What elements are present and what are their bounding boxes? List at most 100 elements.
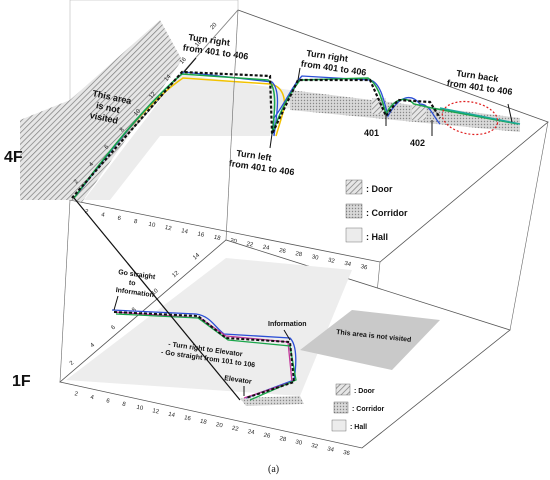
tick-label: 24: [262, 245, 270, 252]
tick-label: 2: [69, 360, 76, 367]
tick-label: 18: [194, 39, 203, 48]
tick-label: 4: [101, 212, 106, 219]
tick-label: 10: [148, 222, 156, 229]
tick-label: 12: [171, 270, 180, 279]
legend-1f-door-swatch: [335, 383, 351, 396]
annotation-go-straight: Go straight to Information: [115, 269, 157, 299]
tick-label: 16: [197, 231, 205, 238]
tick-label: 2: [73, 178, 80, 185]
tick-label: 14: [164, 73, 173, 82]
tick-label: 18: [213, 235, 221, 242]
floor-1f-corridor: [240, 396, 304, 406]
floor-1f-hall: [66, 258, 352, 396]
tick-label: 6: [106, 398, 111, 405]
arrow-turn-right-2: [297, 67, 301, 81]
annotation-information: Information: [268, 321, 307, 328]
floor-connector-line: [73, 197, 241, 401]
tick-label: 4: [90, 395, 95, 402]
legend-1f: : Door : Corridor : Hall: [331, 383, 385, 432]
legend-4f-hall-label: : Hall: [366, 232, 388, 242]
tick-label: 30: [311, 254, 319, 261]
tick-label: 6: [104, 144, 111, 151]
floor-4f-unvisited-wall: [20, 100, 70, 200]
path-1f-dashed: [113, 311, 296, 399]
tick-label: 20: [229, 238, 237, 245]
tick-label: 4: [90, 342, 97, 349]
tick-label: 12: [148, 91, 157, 100]
path-1f-green: [115, 313, 297, 401]
tick-label: 14: [192, 252, 201, 261]
tick-label: 6: [117, 216, 122, 223]
tick-label: 14: [168, 412, 176, 419]
legend-1f-hall-swatch: [331, 419, 347, 432]
tick-label: 32: [311, 443, 319, 450]
floor-4f-y-axis: 2 4 6 8 10 12 14 16 18 20: [73, 22, 219, 186]
floor-label-1f: 1F: [12, 373, 31, 390]
tick-label: 12: [164, 225, 172, 232]
legend-4f-hall-swatch: [345, 227, 363, 243]
tick-label: 36: [342, 450, 350, 457]
tick-label: 32: [327, 258, 335, 265]
arrow-turn-right-1: [183, 57, 197, 73]
tick-label: 34: [327, 446, 335, 453]
tick-label: 10: [151, 288, 160, 297]
tick-label: 28: [295, 251, 303, 258]
tick-label: 34: [344, 261, 352, 268]
legend-4f-corridor-swatch: [345, 203, 363, 219]
tick-label: 8: [133, 219, 138, 226]
turn-back-highlight: [441, 100, 499, 136]
legend-1f-hall-label: : Hall: [350, 424, 367, 431]
tick-label: 8: [119, 127, 126, 134]
tick-label: 36: [360, 264, 368, 271]
legend-4f-door-label: : Door: [366, 184, 393, 194]
arrow-turn-left: [269, 133, 273, 149]
tick-label: 8: [131, 306, 138, 313]
legend-4f-corridor-label: : Corridor: [366, 208, 408, 218]
tick-label: 22: [246, 241, 254, 248]
tick-label: 20: [215, 422, 223, 429]
floor-label-4f: 4F: [4, 149, 23, 166]
tick-label: 2: [74, 391, 79, 398]
floor-1f-unvisited-region: [300, 310, 440, 370]
arrow-information: [283, 329, 291, 341]
path-4f-green: [73, 73, 519, 199]
tick-label: 28: [279, 436, 287, 443]
floor-1f-y-axis: 2 4 6 8 10 12 14: [69, 252, 202, 367]
tick-label: 26: [263, 433, 271, 440]
tick-label: 22: [231, 426, 239, 433]
room-label-402: 402: [410, 138, 425, 148]
legend-1f-door-label: : Door: [354, 388, 375, 395]
figure-caption: (a): [268, 464, 279, 475]
arrow-go-straight: [113, 295, 119, 311]
path-1f-blue: [111, 309, 297, 399]
floor-4f-corridor: [290, 90, 520, 132]
floor-4f-unvisited-region: [70, 20, 182, 202]
tick-label: 6: [110, 324, 117, 331]
arrow-turn-back: [507, 103, 513, 123]
tick-label: 20: [210, 22, 219, 31]
legend-1f-corridor-label: : Corridor: [352, 406, 385, 413]
tick-label: 4: [88, 161, 95, 168]
floor-4f-hall: [84, 74, 290, 200]
tick-label: 18: [199, 419, 207, 426]
legend-1f-corridor-swatch: [333, 401, 349, 414]
tick-label: 24: [247, 429, 255, 436]
legend-4f: : Door : Corridor : Hall: [345, 179, 408, 243]
room-label-401: 401: [364, 128, 379, 138]
tick-label: 10: [133, 108, 142, 117]
tick-label: 26: [278, 248, 286, 255]
path-4f-dashed: [71, 70, 441, 199]
floor-4f-door-402: [412, 104, 426, 120]
tick-label: 30: [295, 439, 303, 446]
tick-label: 12: [152, 408, 160, 415]
tick-label: 14: [181, 228, 189, 235]
tick-label: 16: [179, 56, 188, 65]
tick-label: 2: [84, 209, 89, 216]
tick-label: 8: [122, 402, 127, 409]
annotation-elevator: Elevator: [224, 375, 253, 386]
